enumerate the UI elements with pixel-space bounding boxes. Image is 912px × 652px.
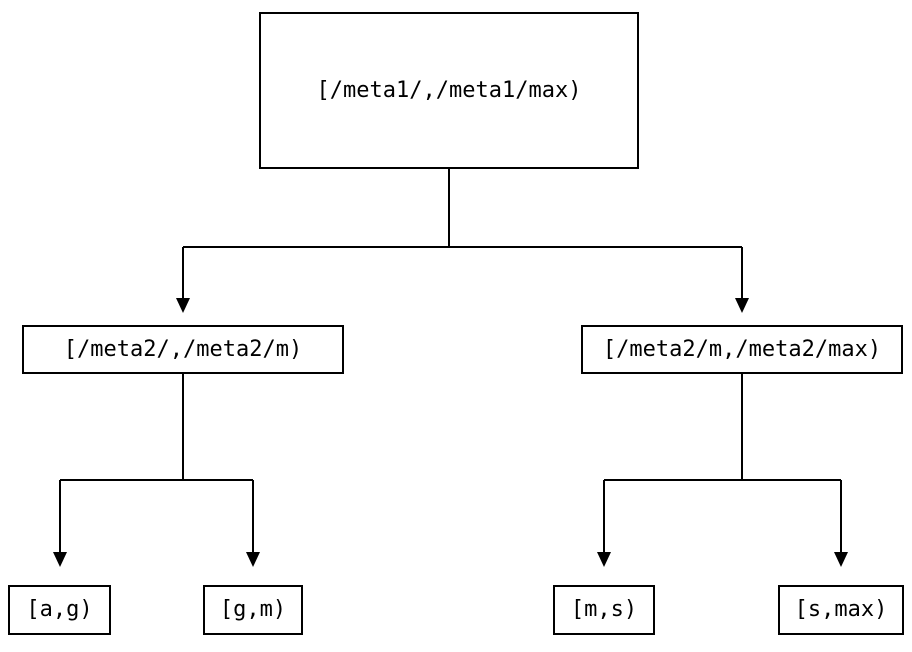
tree-leaf-ag-label: [a,g) (26, 597, 93, 622)
connector-left-child-to-leaves (59, 374, 254, 553)
connector-right-child-to-leaves (603, 374, 842, 553)
tree-node-root-label: [/meta1/,/meta1/max) (316, 77, 582, 103)
connector-root-to-children (182, 169, 743, 299)
arrowhead-leaf-ag-icon (53, 552, 67, 567)
arrowhead-leaf-ms-icon (597, 552, 611, 567)
arrowhead-left-child-icon (176, 298, 190, 313)
tree-node-root: [/meta1/,/meta1/max) (259, 12, 639, 169)
tree-node-meta2-lower: [/meta2/,/meta2/m) (22, 325, 344, 374)
tree-leaf-ms: [m,s) (553, 585, 655, 635)
tree-node-meta2-lower-label: [/meta2/,/meta2/m) (63, 336, 303, 362)
tree-leaf-smax-label: [s,max) (794, 597, 888, 622)
tree-node-meta2-upper-label: [/meta2/m,/meta2/max) (602, 336, 882, 362)
tree-node-meta2-upper: [/meta2/m,/meta2/max) (581, 325, 903, 374)
tree-leaf-gm: [g,m) (203, 585, 303, 635)
tree-leaf-ms-label: [m,s) (570, 597, 638, 622)
arrowhead-right-child-icon (735, 298, 749, 313)
tree-leaf-ag: [a,g) (8, 585, 111, 635)
tree-leaf-smax: [s,max) (778, 585, 904, 635)
tree-leaf-gm-label: [g,m) (219, 597, 287, 622)
arrowhead-leaf-smax-icon (834, 552, 848, 567)
arrowhead-leaf-gm-icon (246, 552, 260, 567)
